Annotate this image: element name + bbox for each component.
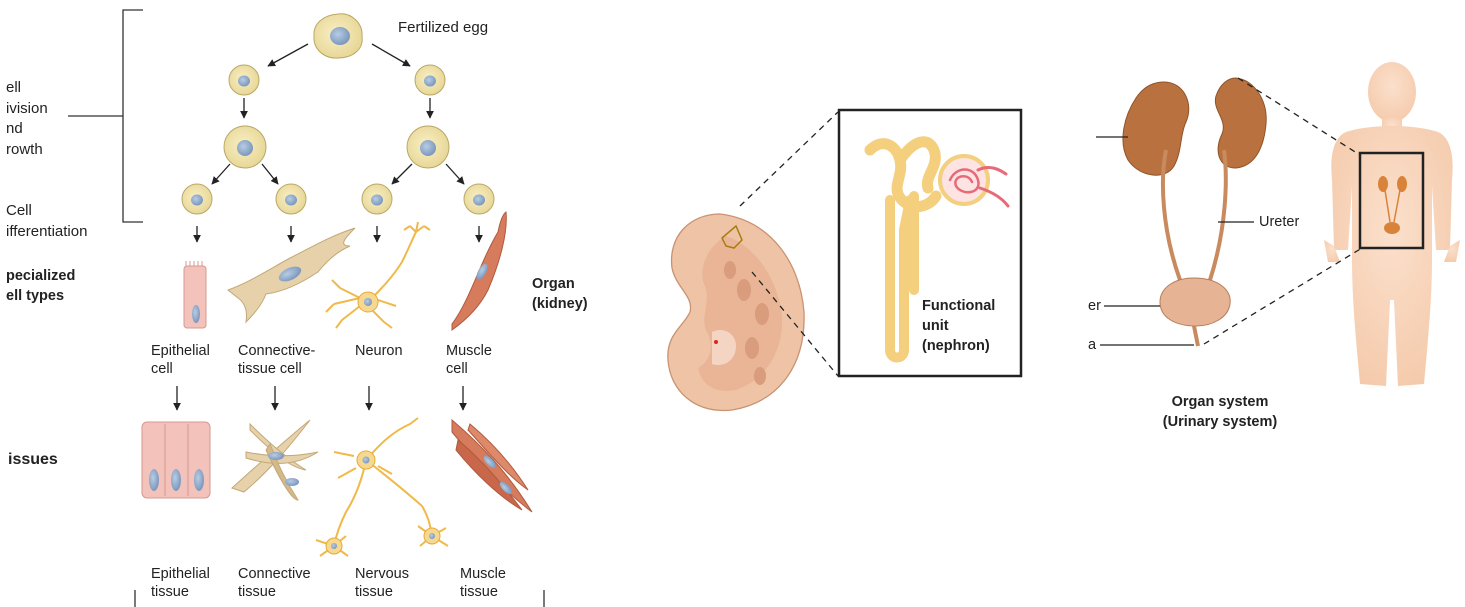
dividing-cells [182, 65, 494, 214]
epithelial-cell-drawing [184, 261, 206, 328]
epithelial-tissue-drawing [142, 422, 210, 498]
muscle-tissue-drawing [452, 420, 532, 512]
development-arrows [177, 44, 479, 410]
connective-tissue-cell-drawing [228, 228, 355, 322]
kidney-cross-section [668, 214, 804, 410]
fertilized-egg-label: Fertilized egg [398, 18, 488, 38]
bladder-label-fragment: er [1088, 296, 1101, 316]
cell-type-caption-neuron: Neuron [355, 342, 403, 360]
division-bracket [68, 10, 143, 222]
organ-system-title: Organ system(Urinary system) [1145, 392, 1295, 432]
nervous-tissue-drawing [316, 418, 448, 556]
fertilized-egg-cell [314, 14, 362, 58]
cell-differentiation-label: Cell ifferentiation [6, 201, 87, 242]
ureter-label: Ureter [1259, 212, 1299, 232]
specialized-cell-types-label: pecialized ell types [6, 266, 75, 306]
human-body-silhouette [1324, 62, 1460, 386]
organ-label: Organ(kidney) [532, 274, 588, 314]
cell-type-caption-connective: Connective-tissue cell [238, 342, 315, 378]
cell-division-label: ell ivision nd rowth [6, 78, 48, 160]
urethra-label-fragment: a [1088, 335, 1096, 355]
connective-tissue-drawing [232, 420, 318, 500]
tissues-label: issues [8, 450, 58, 470]
